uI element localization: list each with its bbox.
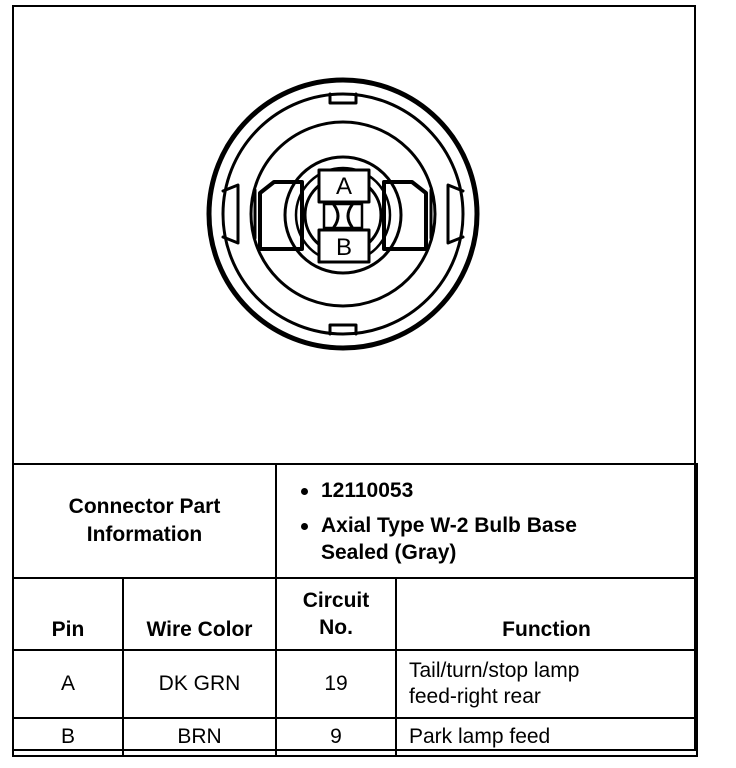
part-info-label-line2: Information	[86, 523, 203, 546]
wire-color-cell: BRN	[122, 717, 277, 757]
column-header-row: Pin Wire Color Circuit No. Function	[12, 577, 699, 651]
wing-right	[382, 180, 428, 251]
key-notch-right	[446, 183, 465, 245]
table-row: A DK GRN 19 Tail/turn/stop lamp feed-rig…	[12, 649, 699, 719]
bullet-icon	[301, 522, 308, 530]
function-line1: Tail/turn/stop lamp	[409, 659, 580, 682]
key-notch-left	[221, 183, 240, 245]
center-contact	[322, 202, 364, 230]
header-wire-color: Wire Color	[122, 577, 277, 651]
circuit-cell: 9	[275, 717, 397, 757]
connector-face-drawing: A B	[206, 77, 480, 351]
part-info-values: 12110053 Axial Type W-2 Bulb Base Sealed…	[274, 463, 699, 579]
middle-ring	[249, 120, 437, 308]
pin-a-label: A	[336, 173, 352, 200]
function-line2: feed-right rear	[409, 685, 541, 708]
part-info-row: Connector Part Information 12110053 Axia…	[12, 463, 699, 579]
connector-info-table: Connector Part Information 12110053 Axia…	[12, 463, 699, 757]
connector-face-diagram: A B	[12, 5, 696, 463]
header-function: Function	[394, 577, 699, 651]
header-pin: Pin	[12, 577, 124, 651]
top-tab	[328, 92, 358, 105]
part-info-label-line1: Connector Part	[68, 495, 221, 518]
header-circuit-line2: No.	[319, 616, 353, 639]
pin-cell: A	[12, 649, 124, 719]
part-info-label: Connector Part Information	[12, 463, 277, 579]
pin-cell: B	[12, 717, 124, 757]
circuit-cell: 19	[275, 649, 397, 719]
bullet-icon	[301, 487, 308, 495]
outer-ring-inner	[221, 92, 465, 336]
pin-b-label: B	[336, 234, 352, 261]
socket-ring-outer	[283, 155, 403, 275]
table-row: B BRN 9 Park lamp feed	[12, 717, 699, 757]
description-bullet: Axial Type W-2 Bulb Base Sealed (Gray)	[301, 512, 696, 566]
outer-ring	[206, 77, 480, 351]
description-line1: Axial Type W-2 Bulb Base	[321, 513, 577, 537]
terminal-b-box	[317, 228, 371, 264]
part-number: 12110053	[321, 478, 414, 502]
header-circuit-no: Circuit No.	[275, 577, 397, 651]
terminal-a-box	[317, 168, 371, 204]
header-circuit-line1: Circuit	[302, 589, 370, 612]
wire-color-cell: DK GRN	[122, 649, 277, 719]
function-cell: Park lamp feed	[394, 717, 699, 757]
function-cell: Tail/turn/stop lamp feed-right rear	[394, 649, 699, 719]
bottom-tab	[328, 323, 358, 336]
description-line2: Sealed (Gray)	[321, 540, 457, 564]
part-number-bullet: 12110053	[301, 477, 696, 504]
wing-left	[258, 180, 304, 251]
